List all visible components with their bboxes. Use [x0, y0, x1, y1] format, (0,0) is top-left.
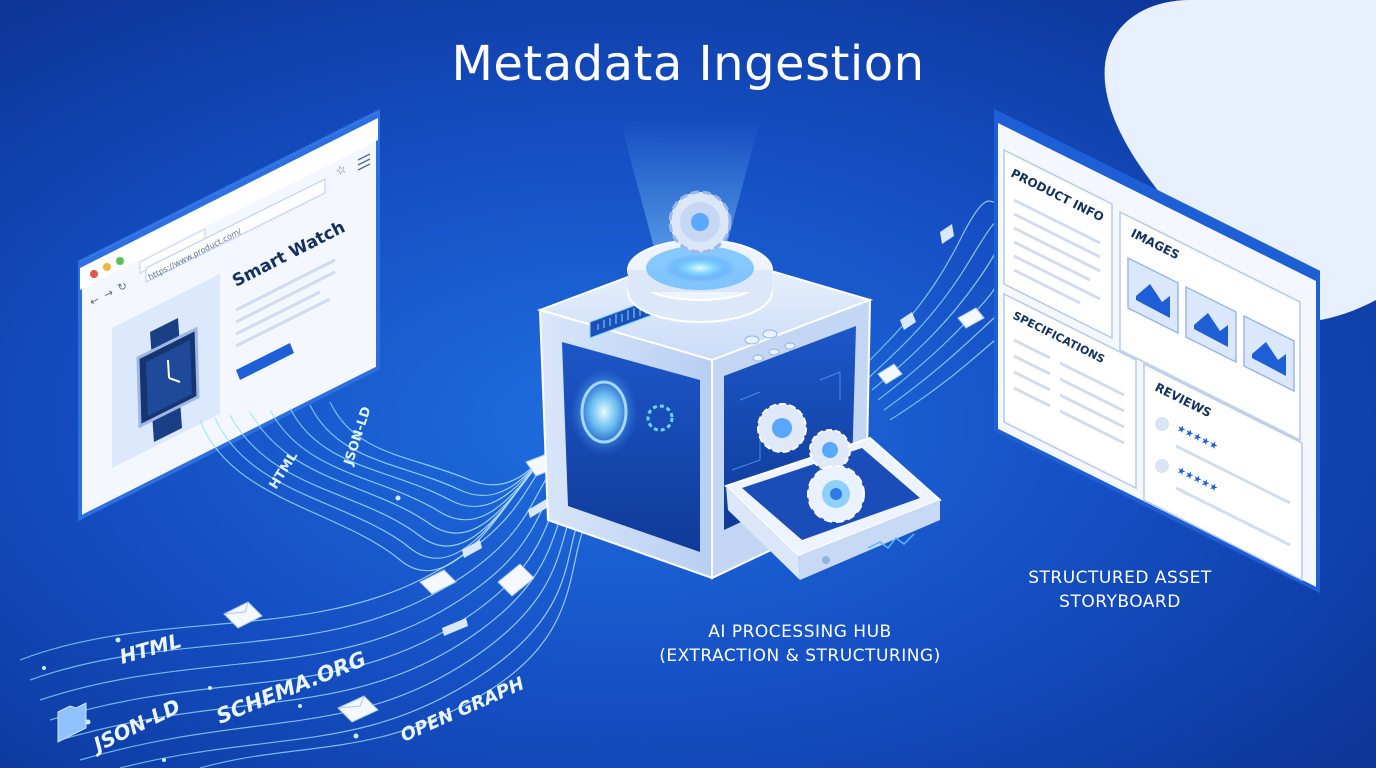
envelope-icon [497, 563, 535, 597]
section-reviews [1143, 362, 1303, 582]
gear-icon [809, 429, 851, 471]
envelope-icon [337, 695, 379, 723]
stream-label-jsonld-lower: JSON-LD [86, 694, 184, 758]
gear-icon [757, 403, 807, 453]
diagram-title: Metadata Ingestion [451, 36, 925, 92]
stream-label-jsonld-upper: JSON-LD [341, 405, 374, 468]
avatar [1155, 417, 1169, 431]
storyboard-caption-line2: STORYBOARD [1059, 592, 1181, 612]
menu-icon[interactable] [357, 153, 371, 171]
hub-indicator-lights [744, 329, 796, 362]
avatar [1155, 459, 1169, 473]
backdrop-shape [1104, 0, 1376, 323]
window-maximize-dot [116, 257, 124, 265]
gear-icon [807, 465, 865, 523]
folder-icon [57, 702, 87, 743]
storyboard-caption: STRUCTURED ASSET STORYBOARD [1000, 566, 1240, 614]
image-placeholder-icon [1243, 314, 1295, 393]
window-minimize-dot [103, 263, 111, 271]
source-browser-window: https://www.product.com/ ← → ↻ ☆ Smart W… [78, 108, 380, 522]
hub-caption-line2: (EXTRACTION & STRUCTURING) [659, 646, 941, 666]
tray-waveform [867, 533, 915, 550]
image-placeholder-icon [1185, 285, 1237, 364]
specifications-lines [1013, 338, 1125, 445]
envelope-icon [419, 569, 457, 595]
hub-caption-line1: AI PROCESSING HUB [708, 622, 892, 642]
envelope-icon [957, 307, 985, 329]
tray-button[interactable] [822, 556, 830, 564]
hub-caption: AI PROCESSING HUB (EXTRACTION & STRUCTUR… [600, 620, 1000, 668]
section-specifications [1003, 292, 1137, 490]
window-close-dot [90, 270, 98, 278]
document-chip-icon [442, 224, 954, 636]
ai-processing-hub [536, 120, 942, 580]
buy-now-button[interactable] [236, 343, 294, 380]
stream-label-html-upper: HTML [267, 449, 301, 492]
hub-intake-vortex [570, 368, 638, 456]
product-description-lines [235, 258, 336, 348]
envelope-icon [223, 601, 263, 629]
product-info-lines [1013, 198, 1101, 305]
gear-icon [668, 190, 732, 254]
structured-storyboard-panel: PRODUCT INFO IMAGES SPE [994, 108, 1320, 594]
envelope-icon [877, 363, 903, 385]
gear-icon [646, 404, 674, 432]
image-placeholder-icon [1127, 256, 1179, 335]
smartwatch-icon [136, 318, 200, 442]
storyboard-caption-line1: STRUCTURED ASSET [1028, 568, 1212, 588]
address-bar[interactable] [145, 178, 326, 283]
data-stream-right [859, 199, 1015, 421]
